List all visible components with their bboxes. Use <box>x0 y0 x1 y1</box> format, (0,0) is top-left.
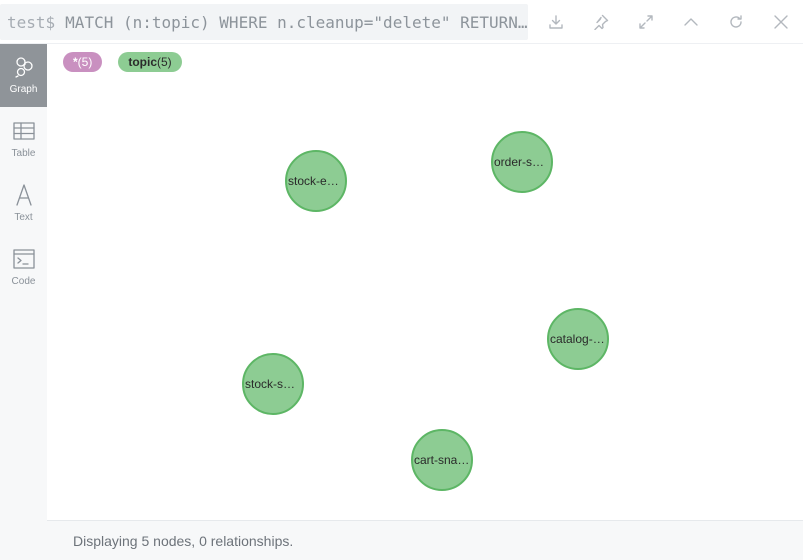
download-button[interactable] <box>533 0 578 44</box>
status-bar: Displaying 5 nodes, 0 relationships. <box>47 520 803 560</box>
sidebar-item-table[interactable]: Table <box>0 107 47 171</box>
text-icon <box>15 183 32 206</box>
database-name: test <box>7 12 46 32</box>
prompt-symbol: $ <box>45 12 56 32</box>
graph-node[interactable]: stock-events <box>285 150 347 212</box>
collapse-button[interactable] <box>668 0 713 44</box>
sidebar-item-label: Code <box>11 275 36 287</box>
sidebar-item-graph[interactable]: Graph <box>0 44 47 107</box>
expand-icon <box>638 15 653 29</box>
node-label: stock-events <box>288 174 345 188</box>
collapse-icon <box>683 18 698 26</box>
label-legend: *(5) topic(5) <box>63 52 182 72</box>
label-name: * <box>73 55 78 69</box>
status-text: Displaying 5 nodes, 0 relationships. <box>73 532 294 549</box>
sidebar-item-code[interactable]: Code <box>0 235 47 299</box>
pin-icon <box>593 14 608 30</box>
graph-node[interactable]: stock-snapshots <box>242 353 304 415</box>
label-count: (5) <box>157 55 172 69</box>
frame-header: test $ MATCH (n:topic) WHERE n.cleanup="… <box>0 0 803 44</box>
label-count: (5) <box>77 55 93 69</box>
graph-node[interactable]: catalog-snapshots <box>547 308 609 370</box>
graph-node[interactable]: cart-snapshots <box>411 429 473 491</box>
node-label: cart-snapshots <box>414 453 471 467</box>
rerun-button[interactable] <box>713 0 758 44</box>
node-label: catalog-snapshots <box>550 332 607 346</box>
node-label: order-snapshots <box>494 155 551 169</box>
close-icon <box>773 15 788 29</box>
sidebar-item-label: Text <box>14 211 33 223</box>
rerun-icon <box>729 15 742 28</box>
close-button[interactable] <box>758 0 803 44</box>
query-editor[interactable]: test $ MATCH (n:topic) WHERE n.cleanup="… <box>0 4 528 40</box>
sidebar-item-label: Graph <box>9 84 38 95</box>
label-name: topic <box>128 55 158 69</box>
code-icon <box>12 248 35 269</box>
download-icon <box>548 15 563 29</box>
graph-node[interactable]: order-snapshots <box>491 131 553 193</box>
pin-button[interactable] <box>578 0 623 44</box>
label-pill-topic[interactable]: topic(5) <box>118 52 182 72</box>
fullscreen-button[interactable] <box>623 0 668 44</box>
graph-icon <box>14 57 33 78</box>
table-icon <box>12 121 35 140</box>
graph-canvas[interactable]: stock-events order-snapshots catalog-sna… <box>47 80 803 520</box>
frame-actions <box>533 0 803 44</box>
sidebar-item-text[interactable]: Text <box>0 171 47 235</box>
sidebar-item-label: Table <box>11 147 36 159</box>
query-text[interactable]: MATCH (n:topic) WHERE n.cleanup="delete"… <box>65 12 528 32</box>
label-pill-all[interactable]: *(5) <box>63 52 103 72</box>
node-label: stock-snapshots <box>245 377 302 391</box>
view-sidebar: Graph Table Text Code <box>0 44 47 560</box>
